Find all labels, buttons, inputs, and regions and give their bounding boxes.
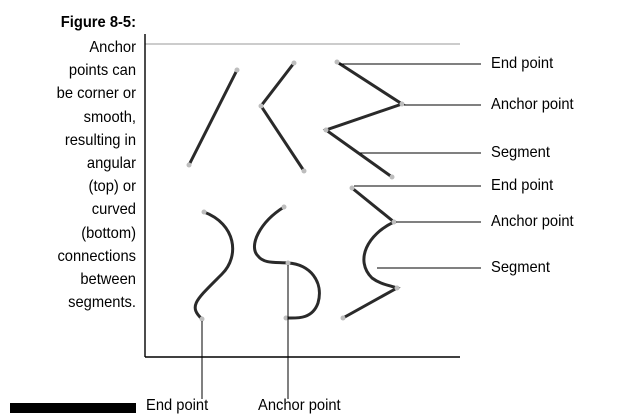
callout-anchor-point: Anchor point	[491, 213, 574, 230]
figure-number: Figure 8-5:	[60, 14, 136, 31]
anchor-point-marker	[323, 127, 329, 133]
caption-line: resulting in	[64, 131, 136, 149]
smooth-anchor-point-marker	[285, 260, 291, 266]
s-curve-path	[193, 210, 235, 321]
figure-caption: Anchor points can be corner or smooth, r…	[11, 36, 136, 314]
callout-end-point: End point	[491, 177, 554, 194]
corner-path	[259, 61, 306, 173]
end-point-marker	[301, 168, 307, 174]
end-point-marker	[389, 174, 395, 180]
end-point-marker	[349, 185, 355, 191]
end-point-marker	[281, 204, 287, 210]
straight-segment	[187, 68, 239, 167]
callout-segment: Segment	[491, 259, 550, 276]
zigzag-path	[322, 60, 406, 179]
anchor-point-marker	[391, 219, 397, 225]
caption-line: Anchor	[89, 39, 136, 56]
end-point-marker	[186, 162, 192, 168]
caption-line: segments.	[68, 294, 136, 312]
curved-zigzag-path	[341, 186, 401, 320]
caption-line: between	[80, 271, 136, 289]
caption-line: points can	[68, 62, 136, 80]
anchor-point-marker	[394, 285, 400, 291]
callout-anchor-point: Anchor point	[258, 397, 341, 414]
callout-end-point: End point	[491, 55, 554, 72]
caption-line: be corner or	[56, 85, 137, 103]
caption-line: curved	[91, 201, 136, 219]
end-point-marker	[234, 67, 240, 73]
caption-line: (bottom)	[81, 224, 136, 242]
callout-end-point: End point	[146, 397, 209, 414]
caption-line: angular	[86, 155, 136, 173]
callout-segment: Segment	[491, 144, 550, 161]
caption-line: (top) or	[88, 178, 136, 196]
end-point-marker	[283, 315, 289, 321]
end-point-marker	[334, 59, 340, 65]
end-point-marker	[291, 60, 297, 66]
anchor-point-marker	[399, 101, 405, 107]
caption-line: connections	[57, 247, 136, 265]
end-point-marker	[199, 316, 205, 322]
caption-line: smooth,	[83, 108, 136, 126]
caption-bar	[10, 403, 136, 413]
end-point-marker	[201, 209, 207, 215]
end-point-marker	[340, 315, 346, 321]
callout-anchor-point: Anchor point	[491, 96, 574, 113]
corner-anchor-point-marker	[258, 103, 264, 109]
